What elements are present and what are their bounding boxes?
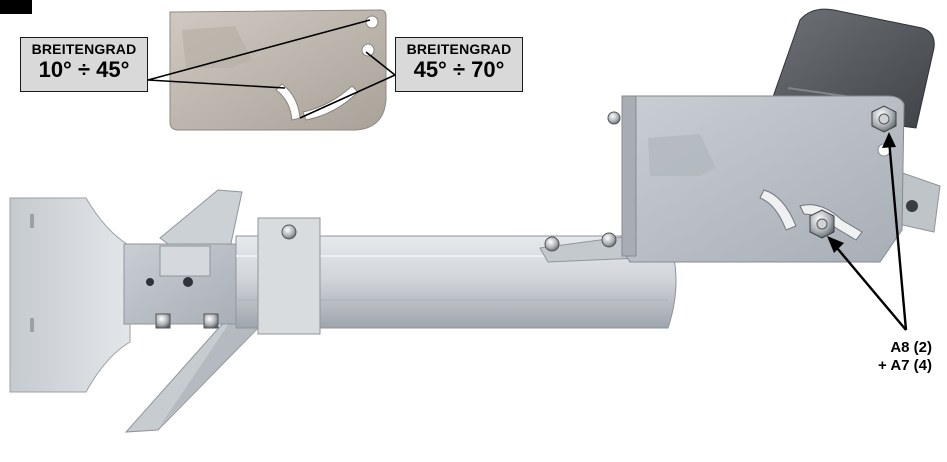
latitude-label-high-range: 45° ÷ 70° <box>413 57 505 82</box>
hole-lower <box>361 43 375 57</box>
latitude-label-low-title: BREITENGRAD <box>31 41 137 57</box>
bolt-callout-line2: + A7 (4) <box>877 357 932 374</box>
leader-lines <box>147 19 396 119</box>
wall-plate <box>9 197 131 393</box>
latitude-label-high: BREITENGRAD 45° ÷ 70° <box>395 37 523 92</box>
adjustment-plate <box>607 95 905 263</box>
bolt-callout-line1: A8 (2) <box>890 339 932 356</box>
slot-left <box>275 83 301 121</box>
wall-collar <box>123 243 243 329</box>
tube-clamp <box>257 217 321 335</box>
latitude-label-low: BREITENGRAD 10° ÷ 45° <box>20 37 148 92</box>
bolt-upper <box>871 105 897 133</box>
bolt-callout: A8 (2) + A7 (4) <box>878 339 932 375</box>
corner-marker <box>0 0 32 14</box>
flange-bolt-2 <box>601 232 617 248</box>
latitude-label-low-range: 10° ÷ 45° <box>38 57 130 82</box>
plate-slot-left <box>759 189 797 231</box>
flange-bolt-1 <box>544 236 560 252</box>
hole-upper <box>365 15 379 29</box>
latitude-label-high-title: BREITENGRAD <box>406 41 512 57</box>
bolt-lower <box>809 209 835 239</box>
upper-bracket <box>159 189 243 251</box>
support-strut <box>124 321 266 433</box>
bolt-arrows <box>827 132 908 331</box>
detail-plate <box>169 9 387 131</box>
